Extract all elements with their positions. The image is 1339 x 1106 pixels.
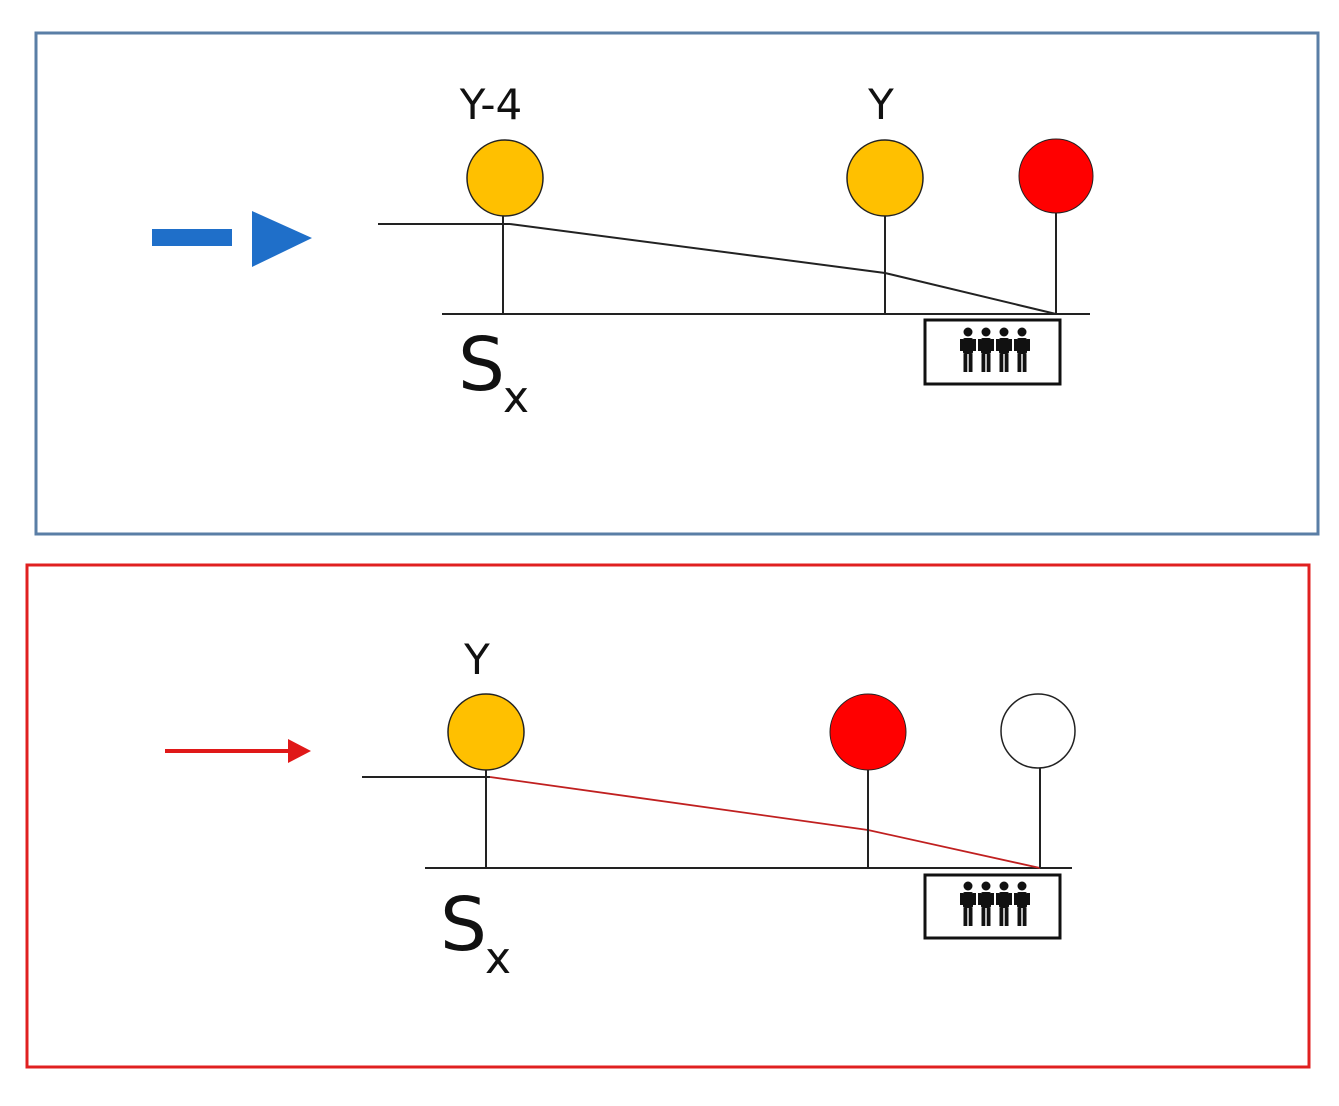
people-icon xyxy=(923,318,1062,386)
signal-lamp-yellow xyxy=(846,139,924,217)
bottom-panel: Y S x xyxy=(25,563,1311,1069)
signal-lamp-red xyxy=(1018,138,1094,214)
section-label-sub: x xyxy=(485,933,511,984)
people-icon xyxy=(923,873,1062,940)
signal-lamp-yellow xyxy=(466,139,544,217)
signal-y-minus-4: Y-4 xyxy=(459,80,544,314)
signal-lamp-off xyxy=(1000,693,1076,769)
signal-y: Y xyxy=(846,80,924,314)
top-panel: Y-4 Y S x xyxy=(34,31,1320,536)
direction-arrow-icon xyxy=(152,211,312,267)
section-label-sub: x xyxy=(503,372,529,423)
signal-1-label: Y-4 xyxy=(459,80,523,129)
section-label: S x xyxy=(440,882,511,984)
section-label: S x xyxy=(458,322,529,423)
signal-y: Y xyxy=(447,635,525,868)
top-panel-frame xyxy=(34,31,1320,536)
signal-red xyxy=(1018,138,1094,314)
signal-red xyxy=(829,693,907,868)
signal-lamp-red xyxy=(829,693,907,771)
braking-curve xyxy=(509,223,1057,315)
section-label-main: S xyxy=(458,322,505,408)
section-label-main: S xyxy=(440,882,487,968)
bottom-panel-frame xyxy=(25,563,1311,1069)
signal-off xyxy=(1000,693,1076,868)
signal-1-label: Y xyxy=(463,635,490,684)
signal-2-label: Y xyxy=(867,80,894,129)
braking-curve xyxy=(489,776,1041,869)
direction-arrow-icon xyxy=(165,739,311,763)
signal-lamp-yellow xyxy=(447,693,525,771)
